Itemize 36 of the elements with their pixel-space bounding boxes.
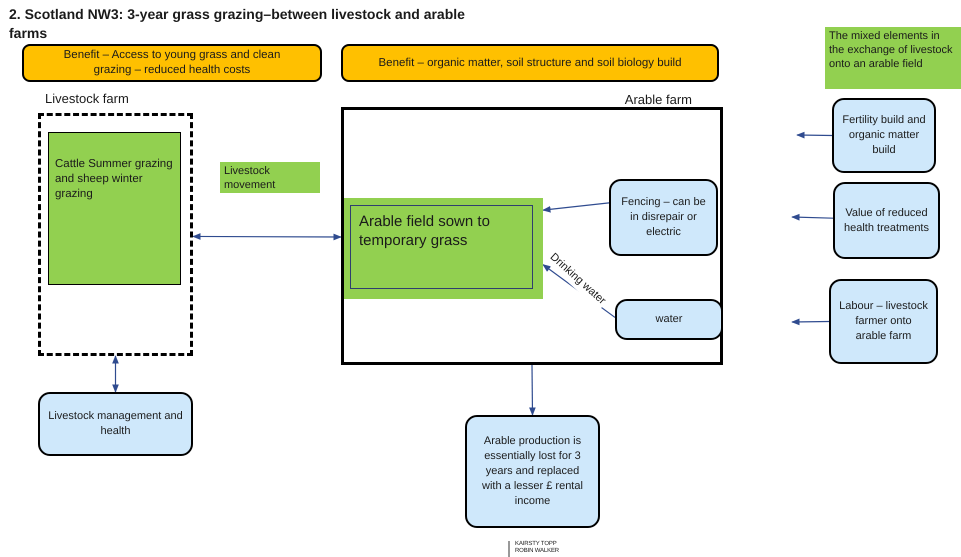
box-text: Fertility build and organic matter build: [842, 113, 926, 158]
box-text: Livestock management and health: [48, 409, 183, 439]
note-box: [220, 162, 320, 193]
info-box: [832, 98, 936, 173]
title: 2. Scotland NW3: 3-year grass grazing–between livestock and arable farms: [9, 5, 466, 43]
box-text: The mixed elements in the exchange of livestock onto an arable field: [829, 29, 954, 71]
arrow: [529, 365, 536, 416]
arrow: [791, 214, 834, 221]
box-text: Arable production is essentially lost for 3 years and replaced with a lesser £ rental income: [481, 434, 584, 509]
box-text: Benefit – organic matter, soil structure and soil biology build: [378, 56, 682, 70]
farm-heading: Arable farm: [624, 91, 692, 109]
box-text: Benefit – Access to young grass and clean grazing – reduced health costs: [62, 48, 282, 78]
box-text: Labour – livestock farmer onto arable farm: [839, 299, 928, 344]
grazing-box: [48, 132, 181, 285]
arrow: [796, 132, 832, 138]
info-box: [609, 179, 718, 256]
note-box: [825, 27, 961, 89]
arrow: [542, 202, 610, 213]
box-text: Fencing – can be in disrepair or electric: [620, 195, 707, 240]
info-box: [465, 415, 600, 528]
info-box: [615, 299, 723, 340]
box-text: Value of reduced health treatments: [843, 206, 930, 236]
info-box: [833, 182, 940, 259]
benefit-banner: [341, 44, 719, 82]
arrow: [791, 318, 829, 326]
info-box: [829, 279, 938, 364]
arrow: [112, 355, 119, 393]
info-box: [38, 392, 193, 456]
arrow: [192, 233, 342, 240]
box-text: Cattle Summer grazing and sheep winter grazing: [55, 157, 174, 202]
farm-heading: Livestock farm: [45, 90, 129, 108]
box-text: water: [656, 312, 682, 327]
field-box: [344, 198, 543, 299]
benefit-banner: [22, 44, 322, 82]
box-text: Livestock movement: [224, 164, 276, 192]
field-inner-box: Arable field sown to temporary grass: [350, 205, 533, 289]
